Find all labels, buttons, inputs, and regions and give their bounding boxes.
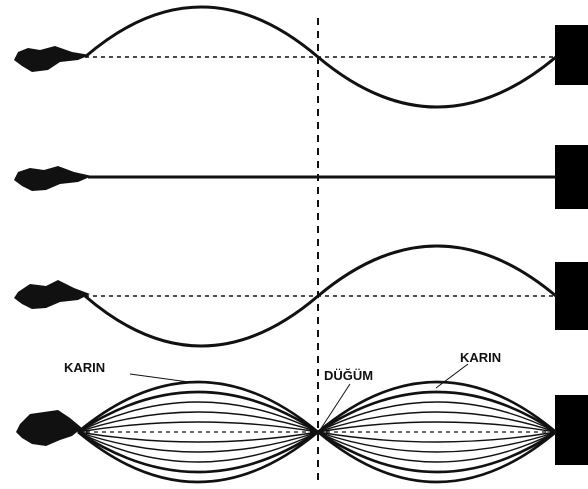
antinode-right-pointer [435,363,469,389]
hand-icon [16,410,82,446]
node-label: DÜĞÜM [324,368,373,383]
envelope-loops [77,380,557,484]
hand-icon [14,46,90,72]
wall-block [555,25,588,85]
wave-curve [84,5,557,109]
wall-block [555,262,588,330]
node-pointer [319,383,351,431]
antinode-left-label: KARIN [64,360,105,375]
panel-1 [14,5,588,109]
antinode-left-pointer [129,373,197,384]
hand-icon [14,166,92,191]
wave-curve [84,244,557,348]
antinode-right-label: KARIN [460,350,501,365]
panel-3 [14,244,588,348]
wall-block [555,395,588,465]
envelope-curve [77,430,557,484]
panel-2 [14,145,588,209]
hand-icon [14,280,90,309]
wall-block [555,145,588,209]
panel-4: KARIN DÜĞÜM KARIN [16,350,588,484]
